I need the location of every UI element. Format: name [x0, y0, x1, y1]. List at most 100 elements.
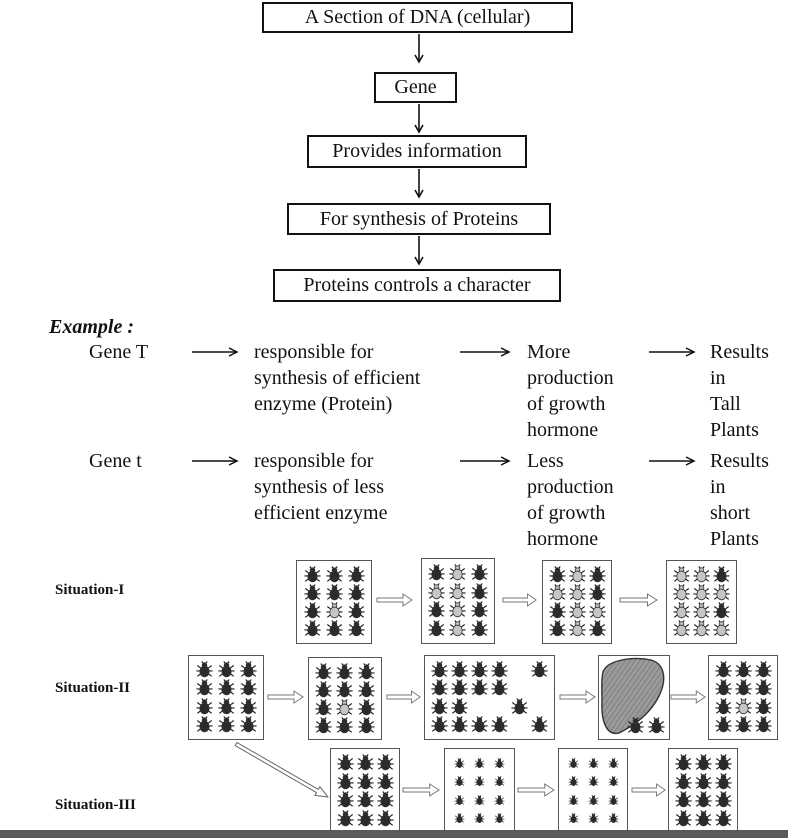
empty-spot — [470, 698, 489, 716]
beetle-dark — [470, 564, 489, 582]
beetle-light — [712, 584, 731, 602]
beetle-dark — [357, 663, 376, 681]
beetle-dark — [490, 716, 509, 734]
beetle-dark — [510, 698, 529, 716]
beetle-dark — [588, 584, 607, 602]
beetle-small — [494, 776, 505, 787]
beetle-light — [427, 583, 446, 601]
beetle-dark — [239, 661, 258, 679]
situation-3-panel-1 — [330, 748, 400, 834]
beetle-light — [448, 564, 467, 582]
beetle-light — [734, 698, 753, 716]
beetle-small — [454, 758, 465, 769]
text-line: hormone — [527, 528, 599, 550]
beetle-light — [568, 602, 587, 620]
text-line: Plants — [710, 419, 759, 441]
hollow-arrow-icon — [559, 690, 596, 704]
beetle-light — [672, 584, 691, 602]
text-line: enzyme (Protein) — [254, 393, 393, 415]
beetle-small — [568, 776, 579, 787]
beetle-dark — [303, 602, 322, 620]
beetle-dark — [356, 791, 375, 809]
beetle-dark — [734, 716, 753, 734]
beetle-light — [325, 602, 344, 620]
situation-2-panel-2 — [308, 657, 382, 740]
beetle-dark — [314, 663, 333, 681]
flow-step-protein-synthesis: For synthesis of Proteins — [287, 203, 551, 235]
beetle-dark — [712, 566, 731, 584]
flow-step-gene: Gene — [374, 72, 457, 103]
text-line: synthesis of efficient — [254, 367, 421, 389]
beetle-dark — [303, 584, 322, 602]
hormone-description: Less production of growth hormone — [527, 448, 614, 552]
text-line: of growth — [527, 393, 606, 415]
beetle-dark — [195, 698, 214, 716]
text-line: synthesis of less — [254, 476, 384, 498]
beetle-dark — [470, 601, 489, 619]
situation-1-label: Situation-I — [55, 582, 125, 598]
situation-3-panel-4 — [668, 748, 738, 834]
beetle-dark — [734, 661, 753, 679]
beetle-small — [568, 813, 579, 824]
hollow-arrow-icon — [376, 593, 413, 607]
text-line: Results — [710, 341, 769, 363]
situation-3-panel-3 — [558, 748, 628, 834]
situation-2-panel-1 — [188, 655, 264, 740]
beetle-light — [672, 566, 691, 584]
beetle-dark — [195, 679, 214, 697]
beetle-small — [494, 795, 505, 806]
beetle-light — [672, 602, 691, 620]
hormone-description: More production of growth hormone — [527, 339, 614, 443]
beetle-light — [692, 584, 711, 602]
beetle-light — [568, 566, 587, 584]
beetle-dark — [347, 566, 366, 584]
beetle-dark — [490, 679, 509, 697]
beetle-dark — [674, 754, 693, 772]
beetle-small — [608, 813, 619, 824]
beetle-dark — [694, 754, 713, 772]
beetle-dark — [530, 716, 549, 734]
beetle-dark — [430, 698, 449, 716]
beetle-dark — [714, 791, 733, 809]
beetle-dark — [347, 620, 366, 638]
beetle-dark — [347, 602, 366, 620]
beetle-dark — [195, 716, 214, 734]
beetle-dark — [470, 661, 489, 679]
hollow-arrow-icon — [267, 690, 304, 704]
beetle-light — [448, 620, 467, 638]
beetle-small — [494, 813, 505, 824]
gene-label: Gene T — [89, 341, 149, 363]
beetle-light — [448, 601, 467, 619]
situation-2-panel-5 — [708, 655, 778, 740]
beetle-dark — [548, 602, 567, 620]
beetle-dark — [714, 698, 733, 716]
blob-beetles — [626, 717, 666, 735]
beetle-dark — [430, 716, 449, 734]
text-line: in — [710, 476, 726, 498]
beetle-dark — [335, 681, 354, 699]
beetle-light — [588, 602, 607, 620]
beetle-light — [712, 620, 731, 638]
beetle-dark — [470, 583, 489, 601]
diagonal-hollow-arrow-icon — [234, 741, 329, 798]
beetle-dark — [754, 661, 773, 679]
beetle-light — [548, 584, 567, 602]
hollow-arrow-icon — [386, 690, 421, 704]
beetle-small — [494, 758, 505, 769]
beetle-small — [454, 813, 465, 824]
beetle-small — [608, 758, 619, 769]
text-line: Results — [710, 450, 769, 472]
beetle-dark — [356, 810, 375, 828]
beetle-dark — [335, 663, 354, 681]
beetle-dark — [336, 791, 355, 809]
beetle-dark — [490, 661, 509, 679]
hollow-arrow-icon — [402, 783, 440, 797]
beetle-dark — [217, 716, 236, 734]
beetle-dark — [714, 810, 733, 828]
situation-1-panel-3 — [542, 560, 612, 644]
beetle-dark — [325, 620, 344, 638]
flow-step-information: Provides information — [307, 135, 527, 168]
beetle-dark — [314, 681, 333, 699]
beetle-light — [568, 584, 587, 602]
situation-3-panel-2 — [444, 748, 515, 834]
